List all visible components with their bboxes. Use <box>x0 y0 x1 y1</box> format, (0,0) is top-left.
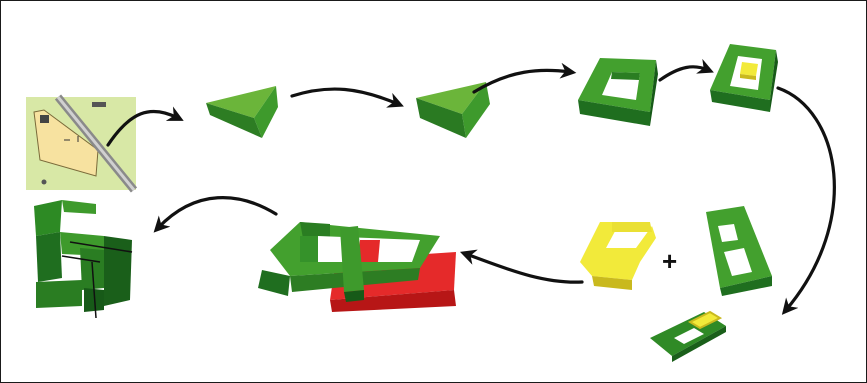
construction-lines <box>61 241 133 319</box>
plus-sign: + <box>662 246 677 276</box>
arrow-model-to-final <box>153 196 278 233</box>
arrow-map-to-wedge <box>106 106 184 147</box>
arrow-insert-to-plate <box>776 86 836 315</box>
small-plate-shape <box>650 310 726 362</box>
arrow-parts-to-model <box>459 249 584 284</box>
arrow-extruded-to-frame <box>472 62 577 94</box>
frame-with-yellow-insert <box>710 44 778 112</box>
hollow-frame-shape <box>578 58 658 126</box>
final-stacked-blocks <box>34 200 132 312</box>
arrow-wedge-to-extruded <box>290 87 404 108</box>
site-plan-map-icon <box>26 94 138 193</box>
green-frame-with-holes <box>706 206 772 296</box>
arrow-frame-to-insert <box>658 58 714 82</box>
green-wedge-shape <box>206 86 278 138</box>
curved-arrow-icon <box>106 58 836 315</box>
green-red-building-model <box>258 222 456 312</box>
extruded-wedge-shape <box>416 82 490 138</box>
yellow-l-shape <box>580 222 656 290</box>
